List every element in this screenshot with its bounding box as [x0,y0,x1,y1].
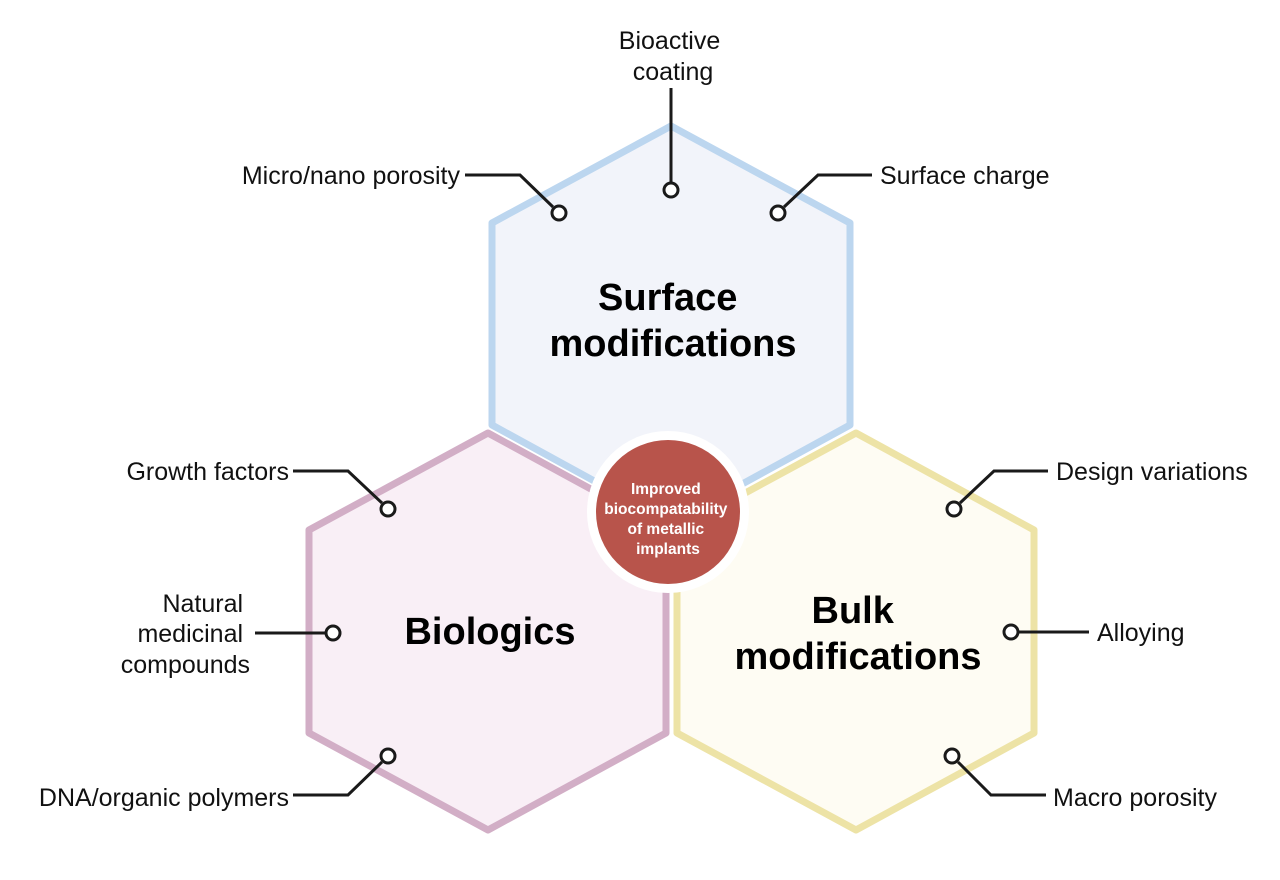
label-dna-organic-polymers: DNA/organic polymers [39,784,289,812]
leader-lines [255,88,1089,797]
label-design-variations: Design variations [1056,458,1248,486]
label-natural-medicinal-compounds: Natural medicinal compounds [121,590,250,679]
dot-natural-medicinal-compounds [324,624,342,642]
dot-macro-porosity [943,747,961,765]
leader-growth-factors [293,469,384,505]
bulk-modifications-title: Bulk modifications [734,590,981,678]
dot-micro-nano-porosity [550,204,568,222]
leader-design-variations [958,469,1048,505]
label-growth-factors: Growth factors [126,458,289,486]
leader-macro-porosity [956,760,1046,797]
label-surface-charge: Surface charge [880,162,1050,190]
leader-surface-charge [782,173,872,209]
surface-modifications-title: Surface modifications [549,277,796,365]
label-alloying: Alloying [1097,619,1185,647]
leader-dna-organic-polymers [293,760,384,797]
dot-growth-factors [379,500,397,518]
dot-design-variations [945,500,963,518]
dot-bioactive-coating [662,181,680,199]
label-bioactive-coating: Bioactive coating [619,27,727,86]
label-micro-nano-porosity: Micro/nano porosity [242,162,461,190]
dot-surface-charge [769,204,787,222]
center-circle [596,440,740,584]
center-text: Improved biocompatability of metallic im… [604,481,731,558]
biologics-title: Biologics [404,611,575,653]
dot-dna-organic-polymers [379,747,397,765]
dot-alloying [1002,623,1020,641]
leader-micro-nano-porosity [465,173,555,209]
leader-dots [324,181,1020,765]
label-macro-porosity: Macro porosity [1053,784,1217,812]
